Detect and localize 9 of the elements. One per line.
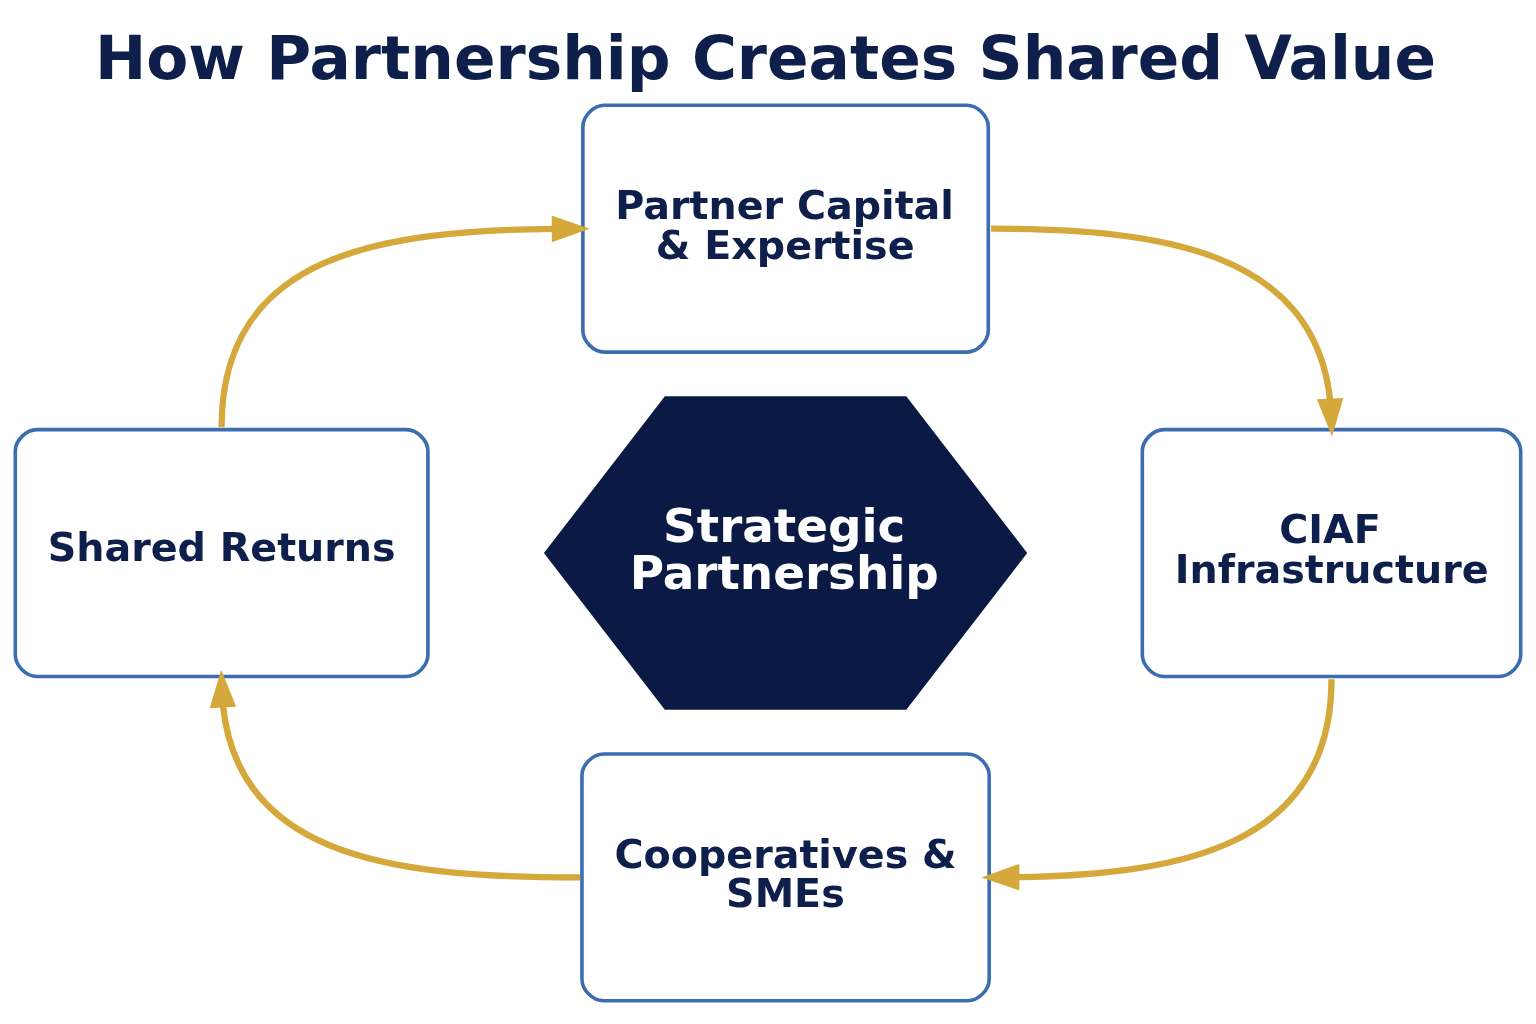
node-box: Partner Capital & Expertise xyxy=(581,103,991,354)
node-box: CIAF Infrastructure xyxy=(1140,427,1523,678)
arrow xyxy=(209,669,581,881)
arrow xyxy=(981,678,1335,890)
node-box: Cooperatives & SMEs xyxy=(580,751,991,1003)
arrow xyxy=(990,225,1344,436)
arrow xyxy=(218,215,590,427)
diagram-title: How Partnership Creates Shared Value xyxy=(95,21,1437,93)
node-box: Shared Returns xyxy=(13,427,430,678)
